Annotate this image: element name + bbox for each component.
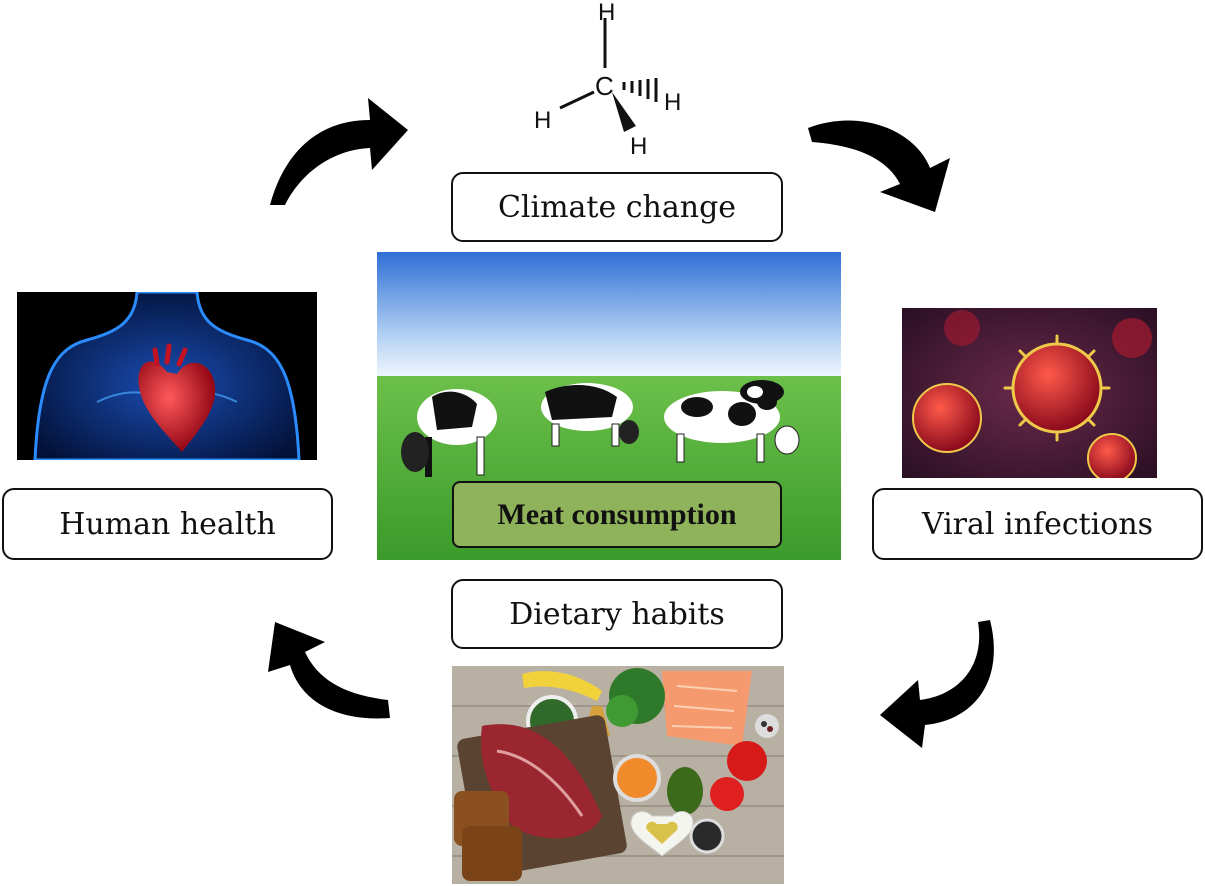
cow-4 (740, 380, 784, 404)
climate-change-text: Climate change (497, 189, 737, 225)
cow-1 (401, 389, 497, 477)
food-image (452, 666, 784, 884)
banana (522, 671, 602, 701)
human-health-text: Human health (59, 506, 276, 542)
viral-infections-label: Viral infections (872, 488, 1203, 560)
virus-particle-left (912, 383, 982, 453)
arrow-dietary-to-human (268, 622, 390, 719)
atom-h-left: H (534, 107, 551, 134)
human-health-label: Human health (2, 488, 333, 560)
atom-h-right: H (664, 89, 681, 116)
heart-icon (138, 343, 216, 452)
arrow-viral-to-dietary (880, 620, 994, 748)
human-heart-image (17, 292, 317, 460)
atom-c: C (595, 71, 614, 101)
virus-particle-large (1003, 334, 1111, 442)
climate-change-label: Climate change (451, 172, 783, 242)
atom-h-top: H (598, 0, 615, 26)
arrow-climate-to-viral (808, 120, 950, 212)
meat-consumption-label: Meat consumption (452, 481, 782, 548)
cow-2 (541, 383, 639, 447)
meat-consumption-text: Meat consumption (497, 497, 737, 531)
viral-infections-text: Viral infections (921, 506, 1154, 542)
arrow-human-to-climate (270, 98, 408, 205)
virus-particle-bottom (1087, 433, 1137, 478)
beef (481, 724, 602, 839)
cow-3 (664, 391, 800, 463)
atom-h-bottom: H (630, 133, 647, 160)
dietary-habits-label: Dietary habits (451, 579, 783, 649)
virus-image (902, 308, 1157, 478)
methane-structure: H C H H H (534, 0, 681, 160)
dietary-habits-text: Dietary habits (509, 596, 725, 632)
